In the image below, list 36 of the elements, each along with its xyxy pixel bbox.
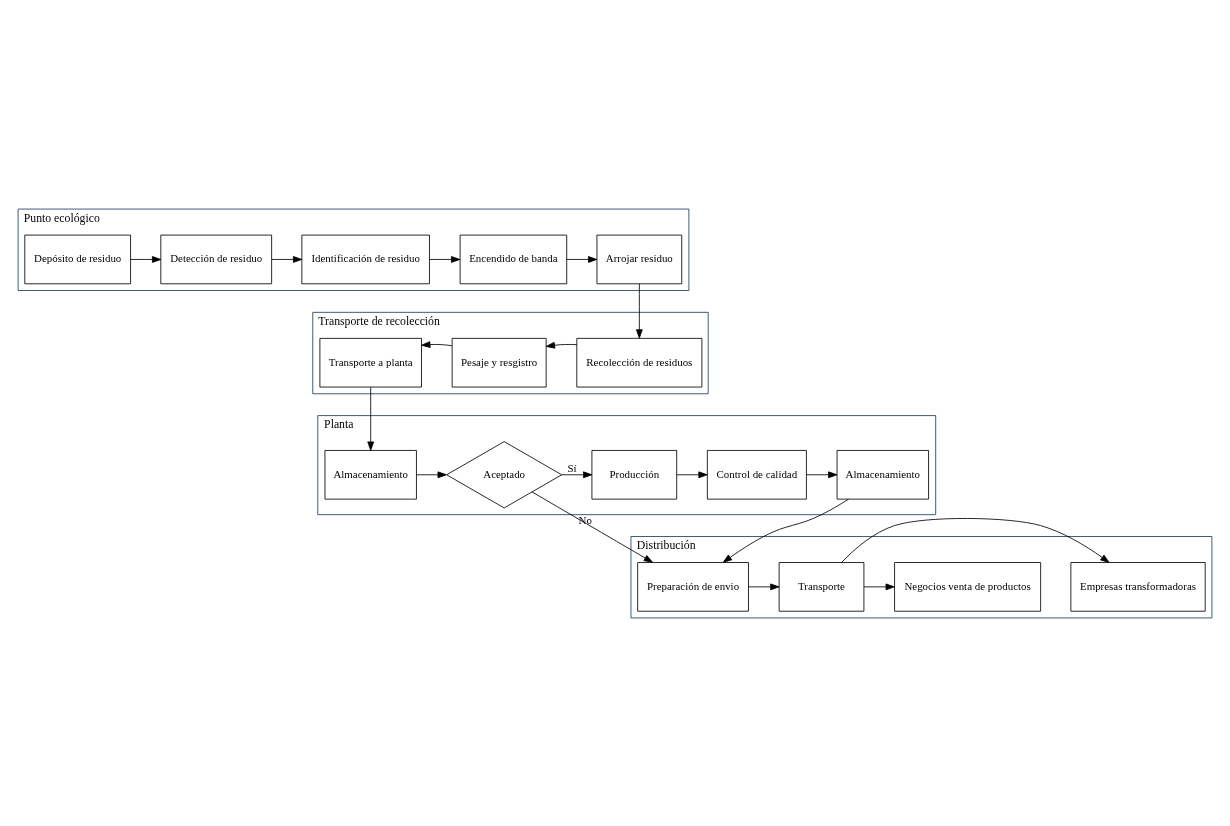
arrow	[561, 470, 593, 478]
node-box: Pesaje y resgistro	[451, 337, 547, 387]
node-box: Transporte	[778, 561, 865, 612]
node-box: Depósito de residuo	[24, 234, 131, 284]
node-diamond: Aceptado	[446, 440, 563, 508]
arrow	[130, 255, 162, 263]
arrow	[676, 470, 708, 478]
node-box: Recolección de residuos	[576, 337, 703, 387]
arrow	[367, 386, 375, 451]
arrow	[429, 255, 461, 263]
arrow	[863, 583, 895, 590]
node-box: Negocios venta de productos	[894, 561, 1042, 612]
arrow	[566, 255, 598, 263]
arrow	[271, 255, 303, 263]
node-box: Almacenamiento	[324, 449, 417, 500]
node-box: Identificación de residuo	[301, 234, 430, 284]
arrow	[545, 341, 578, 349]
node-box: Transporte a planta	[319, 337, 422, 387]
node-box: Empresas transformadoras	[1070, 561, 1206, 612]
arrow	[748, 583, 780, 590]
arrow	[416, 470, 447, 478]
node-box: Encendido de banda	[459, 234, 568, 284]
node-box: Almacenamiento	[836, 449, 929, 500]
edge-label: No	[578, 513, 592, 526]
arrow	[421, 340, 453, 348]
arrow	[531, 491, 653, 563]
arrow	[636, 282, 643, 338]
node-box: Arrojar residuo	[596, 234, 683, 284]
node-box: Preparación de envio	[637, 561, 749, 612]
node-box: Control de calidad	[706, 449, 807, 500]
arrow	[841, 517, 1110, 563]
arrow	[806, 470, 838, 478]
node-box: Detección de residuo	[160, 234, 273, 284]
node-box: Producción	[591, 449, 678, 500]
arrow	[722, 498, 849, 563]
edge-label: Sí	[567, 461, 577, 474]
